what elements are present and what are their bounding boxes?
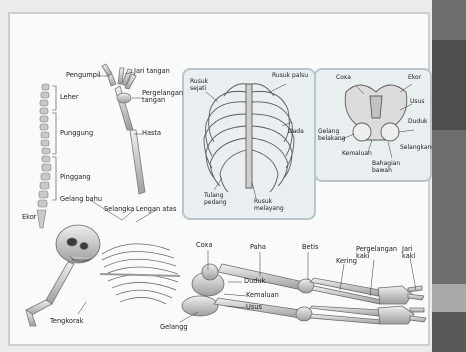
label-rusuk-palsu: Rusuk palsu xyxy=(272,72,310,79)
label-rusuk-sejati: Rusuk sejati xyxy=(190,78,224,92)
label-gelang-belakang: Gelang belakang xyxy=(318,128,358,142)
label-pinggang: Pinggang xyxy=(60,174,91,181)
illustration-frame: Rusuk sejati Rusuk palsu Dada Tulang ped… xyxy=(8,12,430,346)
label-lengan-atas: Lengan atas xyxy=(136,206,176,213)
label-kering: Kering xyxy=(336,258,357,265)
label-duduk-main: Duduk xyxy=(244,278,265,285)
label-ekor: Ekor xyxy=(22,214,37,221)
rib-cage xyxy=(100,244,180,304)
label-leher: Leher xyxy=(60,94,79,101)
label-usus-main: Usus xyxy=(246,304,262,311)
label-jari-tangan: Jari tangan xyxy=(134,68,170,75)
label-usus: Usus xyxy=(410,98,424,105)
ribcage-inset: Rusuk sejati Rusuk palsu Dada Tulang ped… xyxy=(182,68,316,220)
label-duduk: Duduk xyxy=(408,118,428,125)
label-selangkang: Selangkang xyxy=(400,144,430,151)
label-gelang-bahu: Gelang bahu xyxy=(60,196,102,203)
label-pergelangan-kaki: Pergelangan kaki xyxy=(356,246,398,260)
label-punggung: Punggung xyxy=(60,130,93,137)
label-hasta: Hasta xyxy=(142,130,161,137)
label-gelangg: Gelangg xyxy=(160,324,188,331)
pelvis-inset: Coxa Ekor Usus Gelang belakang Duduk Kem… xyxy=(314,68,432,182)
label-selangka: Selangka xyxy=(104,206,134,213)
label-coxa-main: Coxa xyxy=(196,242,212,249)
label-rusuk-melayang: Rusuk melayang xyxy=(254,198,298,212)
label-coxa: Coxa xyxy=(336,74,351,81)
label-tengkorak: Tengkorak xyxy=(50,318,84,325)
label-bahagian-bawah: Bahagian bawah xyxy=(372,160,412,174)
label-tulang-pedang: Tulang pedang xyxy=(204,192,238,206)
label-pengumpil: Pengumpil xyxy=(66,72,101,79)
label-pergelangan-tangan: Pergelangan tangan xyxy=(142,90,184,104)
skull xyxy=(56,225,100,263)
right-edge-band-top xyxy=(432,40,466,130)
slide-page: Rusuk sejati Rusuk palsu Dada Tulang ped… xyxy=(0,0,432,352)
raised-arm xyxy=(102,64,145,194)
label-betis: Betis xyxy=(302,244,318,251)
label-ekor-inset: Ekor xyxy=(408,74,421,81)
right-edge-bar xyxy=(432,0,466,352)
label-jari-kaki: Jari kaki xyxy=(402,246,426,260)
label-paha: Paha xyxy=(250,244,266,251)
spine-column xyxy=(37,84,51,228)
label-kemaluan-main: Kemaluan xyxy=(246,292,279,299)
label-dada: Dada xyxy=(288,128,304,135)
label-kemaluan: Kemaluan xyxy=(342,150,372,157)
right-edge-band-bottom xyxy=(432,312,466,352)
right-edge-band-light xyxy=(432,284,466,312)
